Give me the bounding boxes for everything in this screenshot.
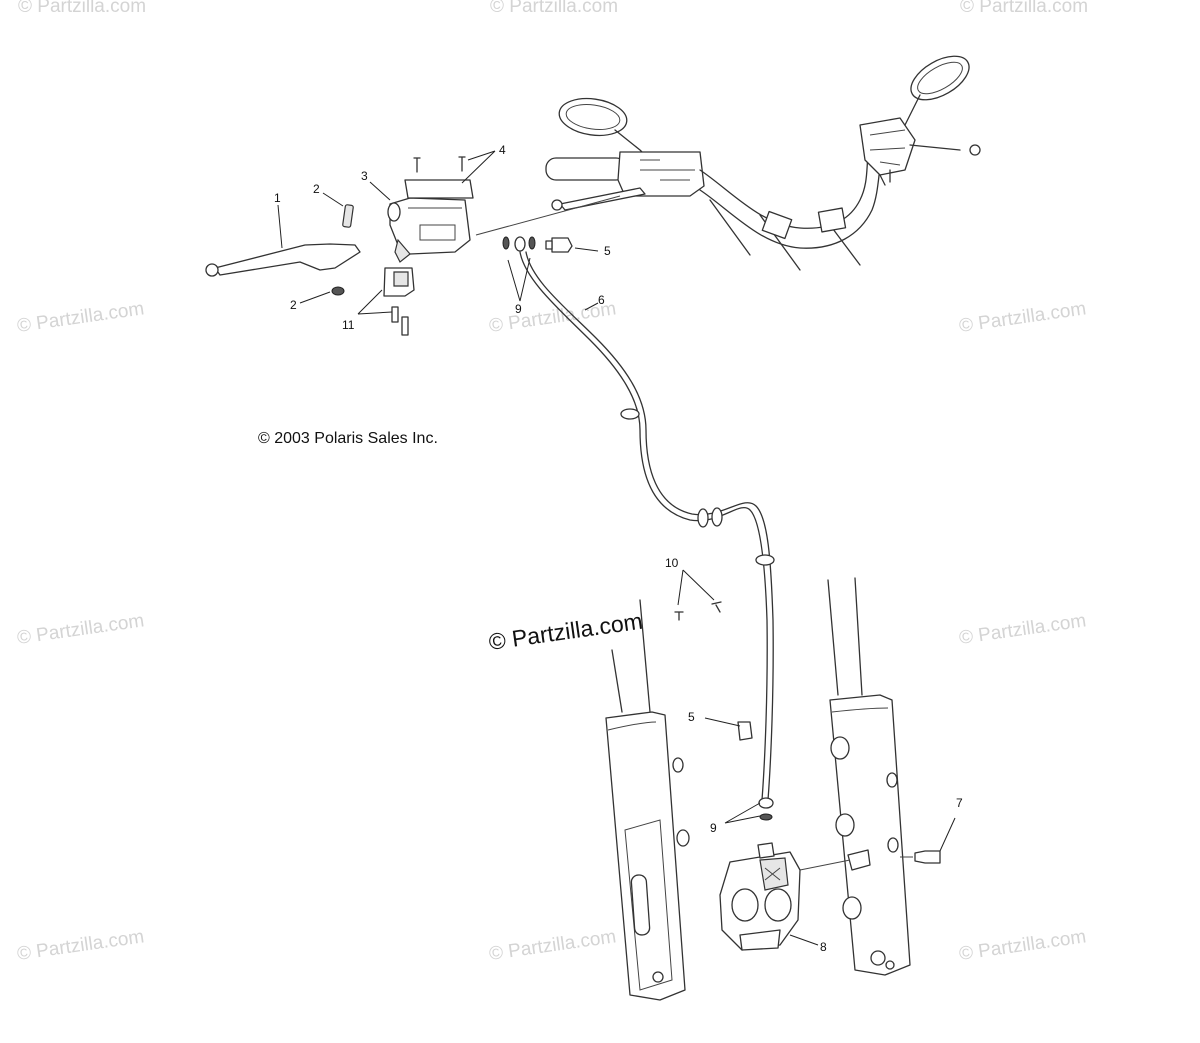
brake-hose [519, 251, 768, 801]
left-fork-slider [605, 711, 686, 1001]
pivot-nut [331, 286, 345, 296]
watermark: © Partzilla.com [16, 298, 146, 337]
leader-lines [277, 150, 956, 946]
watermark: © Partzilla.com [18, 0, 146, 17]
callouts: 1 2 2 3 4 5 5 6 7 8 9 9 10 11 [274, 143, 963, 954]
watermark: © Partzilla.com [490, 0, 618, 17]
left-mirror [558, 97, 628, 137]
washer [528, 236, 536, 250]
mount-bolt [674, 611, 684, 621]
left-lever [559, 187, 646, 211]
callout-6: 6 [598, 293, 605, 307]
callout-9: 9 [515, 302, 522, 316]
callout-3: 3 [361, 169, 368, 183]
callout-10: 10 [665, 556, 679, 570]
watermark: © Partzilla.com [16, 926, 146, 965]
watermark: © Partzilla.com [960, 0, 1088, 17]
right-fork-tube [827, 577, 863, 696]
left-grip [545, 157, 627, 181]
brake-line-assembly [502, 236, 775, 821]
washer [502, 236, 510, 250]
callout-7: 7 [956, 796, 963, 810]
callout-5: 5 [604, 244, 611, 258]
callout-9: 9 [710, 821, 717, 835]
right-mirror [910, 55, 970, 101]
switch-housing [617, 151, 705, 197]
watermark: © Partzilla.com [16, 610, 146, 649]
watermark: © Partzilla.com [488, 926, 618, 965]
watermarks: © Partzilla.com © Partzilla.com © Partzi… [16, 0, 1088, 965]
watermark-main: © Partzilla.com [487, 608, 644, 655]
watermark: © Partzilla.com [958, 926, 1088, 965]
watermark: © Partzilla.com [958, 298, 1088, 337]
callout-5: 5 [688, 710, 695, 724]
brake-lever [214, 243, 361, 276]
banjo-bolt [737, 721, 753, 741]
brake-caliper [719, 842, 801, 951]
callout-11: 11 [342, 318, 355, 332]
callout-1: 1 [274, 191, 281, 205]
mount-bolt [711, 601, 722, 613]
callout-4: 4 [499, 143, 506, 157]
clamp-bolt [401, 316, 409, 336]
watermark: © Partzilla.com [958, 610, 1088, 649]
copyright-notice: © 2003 Polaris Sales Inc. [258, 430, 438, 447]
reservoir-cover [404, 179, 474, 199]
pivot-bolt [342, 204, 354, 228]
caliper-bolt [914, 850, 941, 864]
cover-screw [458, 156, 466, 172]
left-fork-tube [611, 599, 651, 713]
callout-8: 8 [820, 940, 827, 954]
right-switch-housing [859, 117, 916, 176]
master-cylinder-parts [205, 156, 474, 336]
washer [759, 813, 773, 821]
clamp-bolt [391, 306, 399, 323]
cover-screw [413, 157, 421, 173]
banjo-bolt [551, 237, 573, 253]
handlebar-assembly [475, 55, 981, 271]
callout-2: 2 [313, 182, 320, 196]
callout-2: 2 [290, 298, 297, 312]
fork-assembly [605, 577, 941, 1001]
